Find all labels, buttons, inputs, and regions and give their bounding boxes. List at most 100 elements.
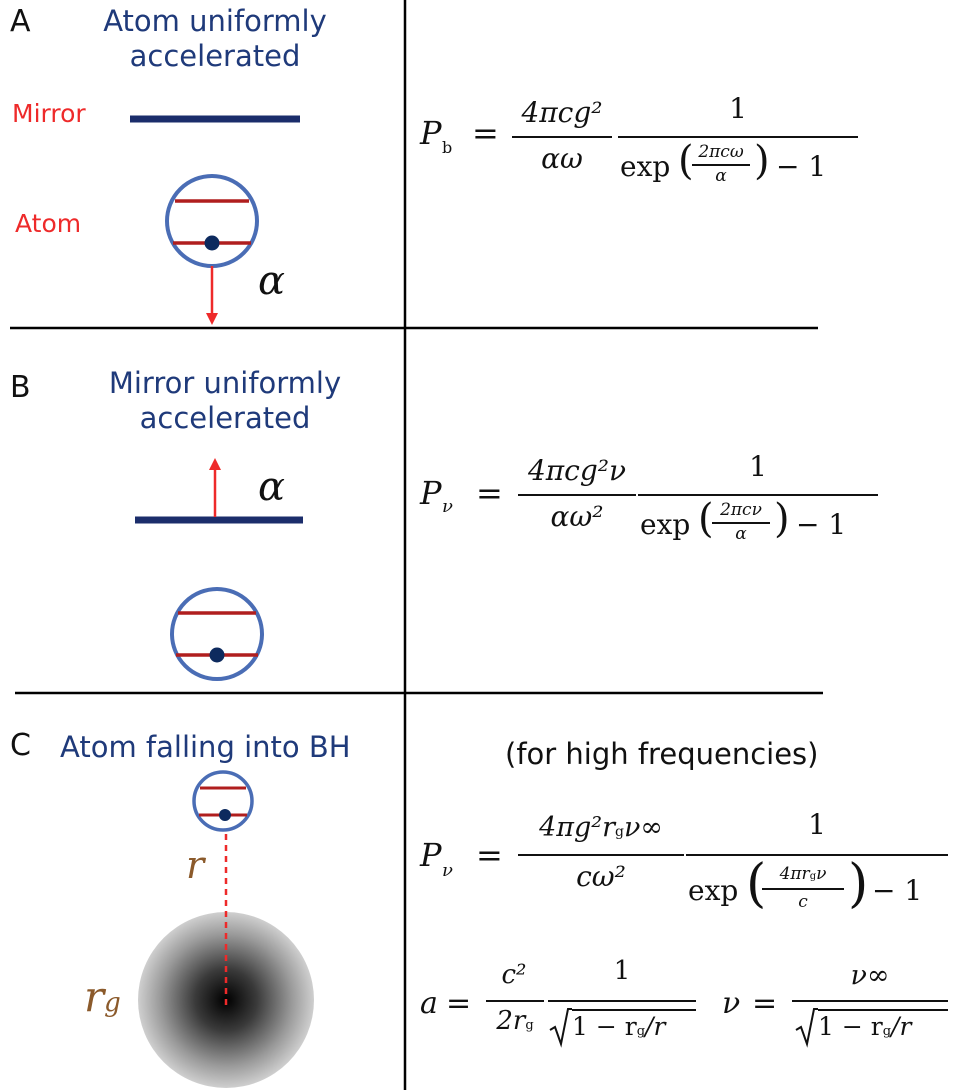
formula-c1-denominator: cω² [576,860,626,893]
formula-c1-exp-num-main: 4πr [779,864,810,884]
formula-b-exp-num: 2πcν [720,500,762,520]
formula-a-exp-bar [692,164,750,166]
formula-b-lhs-sub: ν [442,496,453,517]
formula-b-fraction-bar [518,494,636,496]
formula-c2-fraction-bar [486,1000,544,1002]
formula-a: P b = 4πcg² αω 1 exp ( 2πcω α ) − 1 [420,92,880,192]
formula-c1-exp-num: 4πrgν [760,864,846,884]
formula-c1-lhs-sub: ν [442,860,453,881]
formula-c1-exp-den: c [798,892,808,912]
formula-b-one: 1 [749,450,767,483]
formula-a-exp-num: 2πcω [698,142,744,162]
panel-a-illustration [130,115,300,325]
formula-c2-sqrt-content: 1 − rg/r [572,1012,696,1041]
panel-a-title-line1: Atom uniformly [103,4,327,38]
formula-a-rparen: ) [754,138,770,184]
electron-dot-c [219,809,231,821]
formula-c2-sqrt-main: 1 − r [572,1012,637,1041]
formula-b: P ν = 4πcg²ν αω² 1 exp ( 2πcν α ) − 1 [420,450,900,550]
formula-b-denominator: αω² [550,500,604,533]
formula-c1-num-main: 4πg²r [539,812,616,843]
panel-a-letter: A [10,4,31,39]
formula-c1-minus-one: − 1 [872,874,923,907]
formula-c3-sqrt-sub: g [882,1024,892,1039]
formula-c2-one: 1 [613,956,631,986]
atom-icon-b [170,587,264,681]
formula-c1-numerator: 4πg²rgν∞ [518,812,684,843]
formula-c3-sqrt-sign [795,1008,818,1048]
panel-a-title: Atom uniformly accelerated [70,4,360,74]
formula-c2: a = c² 2rg 1 1 − rg/r [420,954,700,1054]
formula-b-exp-den: α [735,524,747,544]
panel-b-title: Mirror uniformly accelerated [80,366,370,436]
formula-b-lhs: P [420,474,442,512]
formula-a-lhs-sub: b [442,138,453,157]
electron-dot-b [209,647,225,663]
formula-c1-lhs: P [420,836,442,874]
formula-c1-fraction-bar-2 [686,854,948,856]
formula-c3-sqrt-tail: /r [891,1012,912,1041]
formula-c1-exp-num-sub: g [809,871,817,882]
formula-a-one: 1 [729,92,747,125]
electron-dot [204,235,220,251]
formula-b-minus-one: − 1 [796,508,847,541]
panel-a-alpha: α [258,258,286,304]
formula-c3: ν = ν∞ 1 − rg/r [722,954,950,1054]
formula-a-exp: exp [620,150,671,183]
formula-b-exp: exp [640,508,691,541]
formula-b-lparen: ( [698,496,714,542]
formula-a-equals: = [472,114,499,152]
formula-c1-exp-bar [762,888,844,890]
formula-c3-numerator: ν∞ [850,960,890,991]
formula-a-minus-one: − 1 [776,150,827,183]
formula-c1-lparen: ( [746,854,767,914]
formula-c2-fraction-bar-2 [548,1000,696,1002]
formula-c1-rparen: ) [848,854,869,914]
formula-c1-one: 1 [808,808,826,841]
formula-a-lhs: P [420,114,442,152]
atom-label: Atom [15,209,82,238]
formula-c1-equals: = [476,836,503,874]
formula-b-equals: = [476,474,503,512]
atom-icon [165,174,259,268]
formula-c2-sqrt-sign [549,1008,572,1048]
distance-r-label: r [186,843,205,887]
formula-b-exp-bar [712,522,770,524]
formula-c2-equals: = [446,986,472,1021]
formula-a-denominator: αω [541,142,583,175]
panel-b-title-line2: accelerated [139,400,311,435]
formula-c3-lhs: ν [722,986,741,1021]
formula-c1-exp-num-tail: ν [816,864,827,884]
formula-c3-sqrt-content: 1 − rg/r [818,1012,948,1041]
formula-c3-sqrt-main: 1 − r [818,1012,883,1041]
formula-c1-fraction-bar [518,854,684,856]
formula-c3-fraction-bar [792,1000,948,1002]
rg-label: rg [84,972,121,1021]
formula-a-lparen: ( [678,138,694,184]
formula-c1: P ν = 4πg²rgν∞ cω² 1 exp ( 4πrgν c ) − 1 [420,808,950,928]
formula-c1-num-tail: ν∞ [624,812,663,843]
panel-b-illustration [135,458,303,681]
formula-c2-den-main: 2r [496,1006,526,1036]
mirror-label: Mirror [12,99,86,128]
rg-label-r: r [84,972,105,1021]
formula-a-numerator: 4πcg² [521,96,603,129]
high-frequency-note: (for high frequencies) [505,737,819,771]
panel-c-letter: C [10,728,31,763]
formula-a-exp-den: α [715,166,727,186]
formula-c2-den-sub: g [525,1018,534,1033]
formula-c3-equals: = [752,986,778,1021]
acceleration-arrow-down [206,266,218,325]
rg-label-sub: g [104,988,121,1018]
formula-b-numerator: 4πcg²ν [527,454,627,487]
panel-c-title: Atom falling into BH [60,730,351,764]
panel-b-title-line1: Mirror uniformly [108,366,342,400]
formula-b-rparen: ) [774,496,790,542]
panel-b-letter: B [10,370,31,405]
formula-c1-exp: exp [688,874,739,907]
formula-c1-num-sub: g [615,824,624,840]
formula-c2-sqrt-sub: g [636,1024,646,1039]
formula-c2-numerator: c² [501,960,527,990]
formula-c2-sqrt-bar [572,1009,696,1011]
